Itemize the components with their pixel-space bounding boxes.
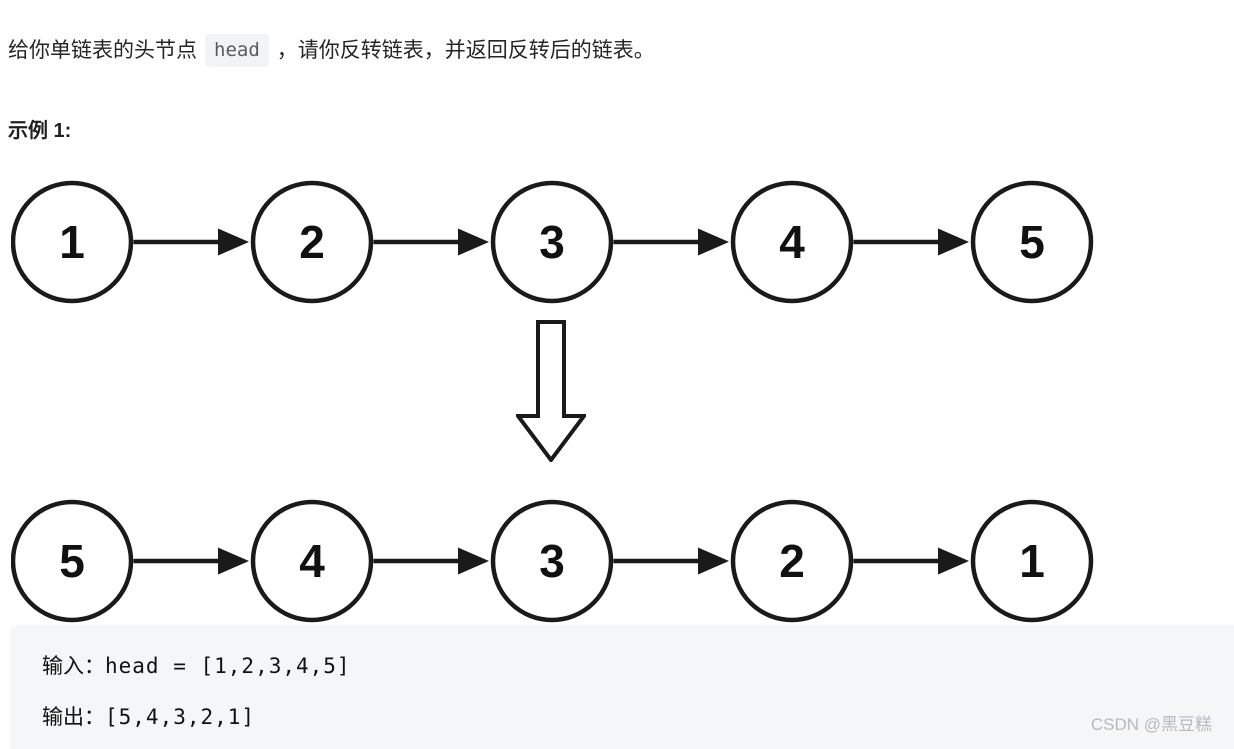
node-value: 2 bbox=[299, 216, 325, 268]
link-arrow-head bbox=[938, 547, 969, 575]
inline-code-head: head bbox=[205, 34, 269, 67]
link-arrow-head bbox=[218, 228, 249, 256]
link-arrow-head bbox=[458, 547, 489, 575]
list-node bbox=[11, 180, 134, 304]
list-node bbox=[490, 499, 614, 623]
link-arrow-head bbox=[938, 228, 969, 256]
link-arrow-head bbox=[698, 547, 729, 575]
list-node bbox=[11, 499, 134, 623]
link-arrow-head bbox=[698, 228, 729, 256]
output-label: 输出： bbox=[42, 705, 105, 729]
list-node bbox=[970, 499, 1094, 623]
node-value: 1 bbox=[59, 216, 85, 268]
statement-text-before: 给你单链表的头节点 bbox=[8, 39, 197, 62]
list-node bbox=[970, 180, 1094, 304]
io-output-line: 输出：[5,4,3,2,1] bbox=[42, 692, 1234, 743]
example-io-block: 输入：head = [1,2,3,4,5] 输出：[5,4,3,2,1] bbox=[10, 625, 1234, 749]
example-heading: 示例 1: bbox=[8, 120, 72, 142]
linked-list-row-reversed: 5 4 3 2 1 bbox=[11, 499, 1094, 623]
node-value: 5 bbox=[59, 535, 85, 587]
output-value: [5,4,3,2,1] bbox=[105, 705, 256, 729]
link-arrow-head bbox=[218, 547, 249, 575]
down-arrow-icon bbox=[516, 320, 586, 462]
problem-statement: 给你单链表的头节点 head ，请你反转链表，并返回反转后的链表。 bbox=[8, 33, 655, 69]
list-node bbox=[730, 180, 854, 304]
node-value: 4 bbox=[299, 535, 325, 587]
list-node bbox=[250, 180, 374, 304]
input-value: head = [1,2,3,4,5] bbox=[105, 654, 351, 678]
node-value: 3 bbox=[539, 535, 565, 587]
linked-list-row-original: 1 2 3 4 5 bbox=[11, 180, 1094, 304]
down-arrow-shape bbox=[516, 320, 586, 462]
list-node bbox=[730, 499, 854, 623]
io-input-line: 输入：head = [1,2,3,4,5] bbox=[42, 641, 1234, 692]
node-value: 5 bbox=[1019, 216, 1045, 268]
node-value: 3 bbox=[539, 216, 565, 268]
node-value: 1 bbox=[1019, 535, 1045, 587]
input-label: 输入： bbox=[42, 654, 105, 678]
statement-text-after: ，请你反转链表，并返回反转后的链表。 bbox=[276, 39, 655, 62]
csdn-watermark: CSDN @黑豆糕 bbox=[1090, 715, 1212, 734]
node-value: 2 bbox=[779, 535, 805, 587]
link-arrow-head bbox=[458, 228, 489, 256]
node-value: 4 bbox=[779, 216, 805, 268]
list-node bbox=[250, 499, 374, 623]
list-node bbox=[490, 180, 614, 304]
